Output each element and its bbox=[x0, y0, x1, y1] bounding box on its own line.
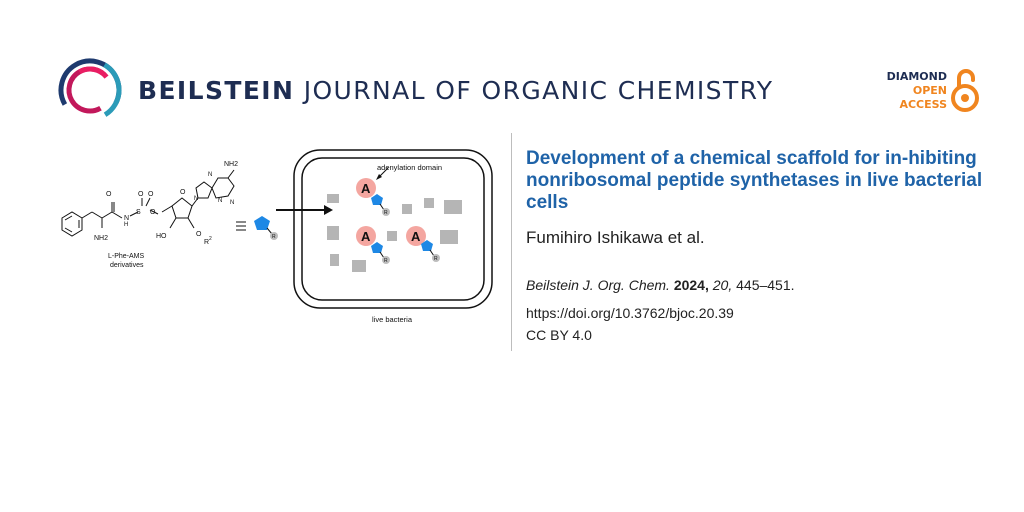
journal-header: BEILSTEIN JOURNAL OF ORGANIC CHEMISTRY bbox=[58, 58, 988, 122]
badge-line-3: ACCESS bbox=[899, 98, 947, 111]
arrow-icon bbox=[276, 205, 333, 215]
article-license: CC BY 4.0 bbox=[526, 327, 592, 343]
badge-line-1: DIAMOND bbox=[886, 70, 947, 83]
article-title: Development of a chemical scaffold for i… bbox=[526, 148, 983, 213]
nh2-label-top: NH2 bbox=[224, 161, 238, 168]
ho-label: HO bbox=[156, 233, 167, 240]
equivalent-sign bbox=[236, 221, 246, 231]
svg-text:O: O bbox=[150, 209, 156, 216]
svg-text:N: N bbox=[208, 172, 212, 178]
svg-text:N: N bbox=[124, 215, 129, 222]
article-authors: Fumihiro Ishikawa et al. bbox=[526, 228, 705, 247]
journal-logo-icon bbox=[58, 58, 122, 122]
live-bacteria-label: live bacteria bbox=[372, 315, 413, 324]
probe-pentagon-icon: R bbox=[254, 216, 278, 240]
svg-text:O: O bbox=[106, 191, 112, 198]
citation-pages: 445–451. bbox=[736, 277, 795, 293]
diamond-open-access-badge: DIAMOND OPEN ACCESS bbox=[880, 68, 980, 112]
svg-text:O: O bbox=[196, 231, 202, 238]
vertical-divider bbox=[511, 133, 512, 351]
compound-label-1: L-Phe-AMS bbox=[108, 253, 145, 260]
open-lock-icon bbox=[951, 69, 979, 112]
adenylation-domain-2: A R bbox=[356, 226, 390, 264]
svg-text:A: A bbox=[361, 229, 371, 244]
bacterium-diagram: A R A R A R adenylation domain live bact… bbox=[293, 149, 493, 324]
svg-text:A: A bbox=[361, 181, 371, 196]
svg-text:R: R bbox=[434, 256, 438, 262]
article-doi[interactable]: https://doi.org/10.3762/bjoc.20.39 bbox=[526, 305, 734, 321]
svg-text:H: H bbox=[124, 222, 128, 228]
svg-text:S: S bbox=[136, 209, 141, 216]
svg-text:R: R bbox=[384, 258, 388, 264]
svg-text:N: N bbox=[194, 196, 198, 202]
compound-label-2: derivatives bbox=[110, 262, 144, 269]
svg-text:N: N bbox=[230, 200, 234, 206]
adenylation-domain-3: A R bbox=[406, 226, 440, 262]
citation-year: 2024, bbox=[673, 277, 709, 293]
adenylation-domain-label: adenylation domain bbox=[377, 163, 442, 172]
svg-text:A: A bbox=[411, 229, 421, 244]
article-info: Development of a chemical scaffold for i… bbox=[526, 148, 986, 248]
article-citation: Beilstein J. Org. Chem. 2024, 20, 445–45… bbox=[526, 277, 795, 293]
cell-components bbox=[327, 194, 462, 272]
journal-name-rest: JOURNAL OF ORGANIC CHEMISTRY bbox=[303, 76, 774, 105]
citation-journal: Beilstein J. Org. Chem. bbox=[526, 277, 670, 293]
svg-text:O: O bbox=[148, 191, 154, 198]
badge-line-2: OPEN bbox=[912, 84, 947, 97]
svg-text:N: N bbox=[218, 198, 222, 204]
svg-text:R: R bbox=[272, 234, 276, 240]
svg-text:R: R bbox=[384, 210, 388, 216]
svg-text:O: O bbox=[180, 189, 186, 196]
svg-text:O: O bbox=[138, 191, 144, 198]
r2-sup: 2 bbox=[209, 236, 212, 242]
nh2-label-bottom: NH2 bbox=[94, 235, 108, 242]
r2-label: R bbox=[204, 239, 209, 246]
journal-name-bold: BEILSTEIN bbox=[138, 76, 295, 105]
citation-volume: 20, bbox=[712, 277, 733, 293]
adenylation-domain-1: A R bbox=[356, 178, 390, 216]
chemical-structure bbox=[61, 169, 235, 237]
journal-title: BEILSTEIN JOURNAL OF ORGANIC CHEMISTRY bbox=[138, 76, 773, 105]
